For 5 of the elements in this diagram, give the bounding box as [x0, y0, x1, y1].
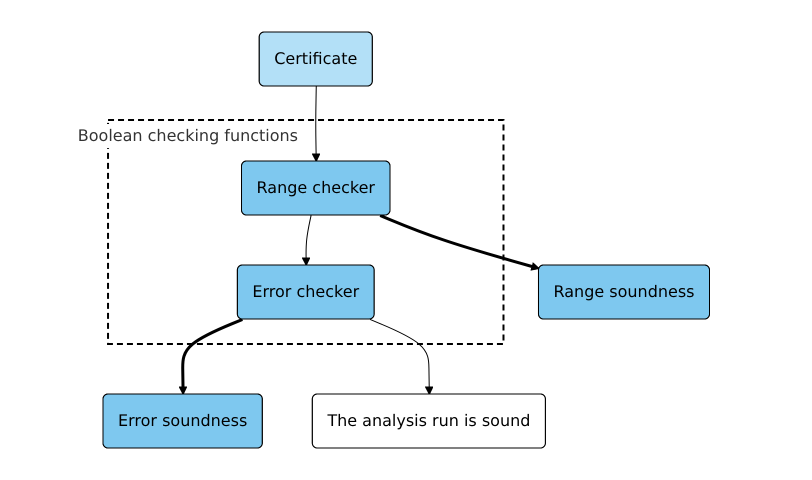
arrow [369, 318, 434, 395]
arrow [301, 215, 312, 266]
arrow [311, 86, 320, 162]
arrow [178, 318, 243, 395]
arrow [379, 214, 540, 271]
